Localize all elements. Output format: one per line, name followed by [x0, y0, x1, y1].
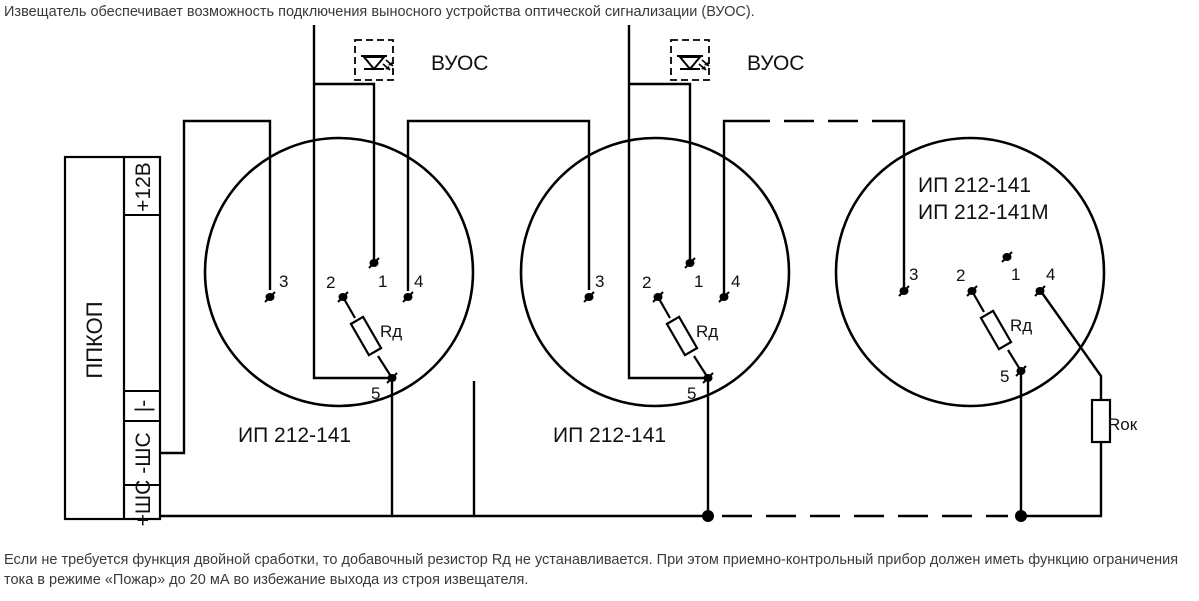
resistor-rd-label: Rд — [1010, 316, 1032, 335]
end-resistor-label: Rок — [1108, 415, 1138, 434]
pin-2: 2 — [642, 273, 651, 292]
caption-top: Извещатель обеспечивает возможность подк… — [4, 4, 755, 20]
pin-1: 1 — [378, 272, 387, 291]
junction-dots — [702, 510, 1027, 522]
wire-bus-mid — [392, 381, 476, 518]
pin-2: 2 — [956, 266, 965, 285]
vuos-1-label: ВУОС — [431, 52, 488, 75]
led-icon — [354, 39, 394, 81]
wire-plus-shs-left — [160, 381, 394, 518]
pin-4: 4 — [1046, 265, 1055, 284]
vuos-1: ВУОС — [354, 39, 488, 81]
detector-3-title-2: ИП 212-141М — [918, 201, 1049, 224]
end-resistor: Rок — [1090, 398, 1138, 444]
terminal-minus-shs: -ШС — [132, 432, 155, 473]
wire-det2-pin4 — [722, 119, 740, 298]
vuos-2: ВУОС — [670, 39, 804, 81]
pin-5: 5 — [371, 384, 380, 403]
panel-ppkop: ППКОП +12В |- -ШС +ШС — [63, 155, 162, 527]
detector-1-title: ИП 212-141 — [238, 424, 351, 447]
pin-1: 1 — [1011, 265, 1020, 284]
detector-1: 1 2 3 4 5 Rд ИП 212-141 — [203, 136, 475, 447]
panel-label: ППКОП — [82, 301, 107, 378]
wire-vuos1 — [312, 25, 392, 380]
caption-bottom: Если не требуется функция двойной сработ… — [4, 552, 1179, 588]
detector-3: 1 2 3 4 5 Rд ИП 212-141 ИП 212-141М — [834, 136, 1106, 408]
wire-vuos2 — [627, 25, 708, 380]
vuos-2-label: ВУОС — [747, 52, 804, 75]
wire-det1-det2 — [406, 119, 591, 291]
pin-1: 1 — [694, 272, 703, 291]
resistor-rd-label: Rд — [380, 322, 402, 341]
pin-3: 3 — [279, 272, 288, 291]
dashed-wires — [722, 119, 1008, 518]
pin-5: 5 — [1000, 367, 1009, 386]
wire-rok-bus — [1021, 442, 1103, 518]
terminal-plus-shs: +ШС — [132, 480, 155, 527]
pin-4: 4 — [414, 272, 423, 291]
wires — [160, 25, 1103, 518]
wire-det3-rok — [1039, 289, 1103, 400]
detector-3-title-1: ИП 212-141 — [918, 174, 1031, 197]
pin-4: 4 — [731, 272, 740, 291]
resistor-rd-label: Rд — [696, 322, 718, 341]
pin-3: 3 — [595, 272, 604, 291]
terminal-plus12v: +12В — [132, 162, 155, 212]
detector-2: 1 2 3 4 5 Rд ИП 212-141 — [519, 136, 791, 447]
detector-2-title: ИП 212-141 — [553, 424, 666, 447]
led-icon — [670, 39, 710, 81]
pin-3: 3 — [909, 265, 918, 284]
wire-det3-pin3-stub — [888, 119, 906, 290]
pin-5: 5 — [687, 384, 696, 403]
wire-minus-shs-1 — [160, 119, 272, 455]
terminal-ground: |- — [132, 400, 155, 412]
pin-2: 2 — [326, 273, 335, 292]
